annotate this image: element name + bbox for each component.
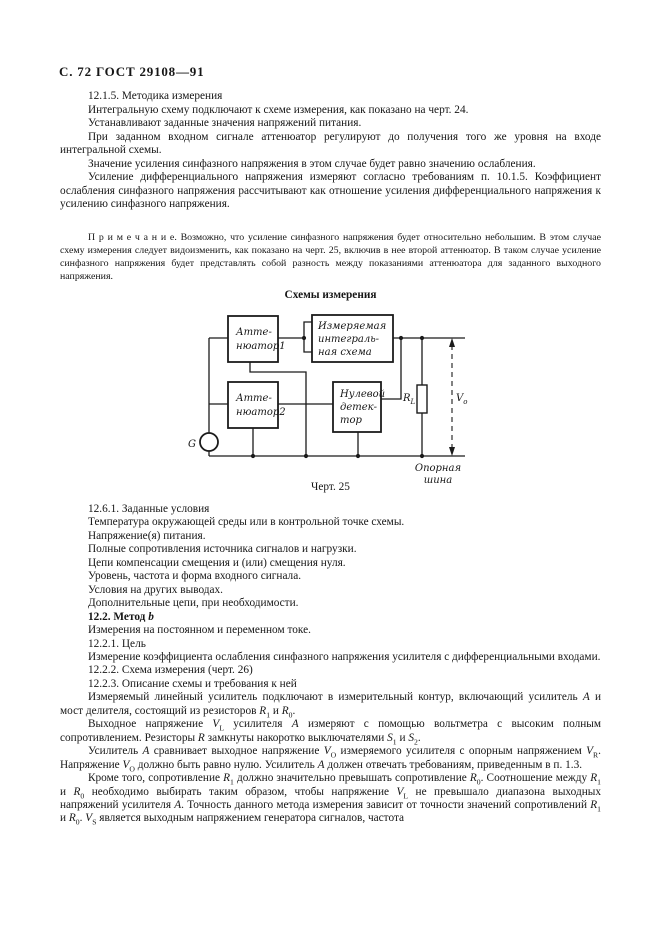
bus-label: Опорная шина [415, 463, 461, 486]
condition-item: Напряжение(я) питания. [88, 529, 206, 542]
svg-text:детек-: детек- [340, 402, 378, 413]
note-paragraph: П р и м е ч а н и е. Возможно, что усиле… [60, 232, 601, 282]
condition-item: Уровень, частота и форма входного сигнал… [88, 570, 302, 583]
paragraph-method-b-title: 12.2. Метод b [88, 610, 154, 623]
svg-text:нюатор1: нюатор1 [236, 341, 286, 352]
section-method-b: 12.6.1. Заданные условия Температура окр… [60, 503, 601, 826]
svg-text:интеграль-: интеграль- [318, 334, 380, 345]
paragraph-description-1: Измеряемый линейный усилитель подключают… [60, 691, 601, 720]
paragraph-goal-title: 12.2.1. Цель [88, 637, 146, 650]
output-voltage-label: Vo [456, 393, 467, 406]
paragraph-set-voltages: Устанавливают заданные значения напряжен… [88, 117, 362, 129]
paragraph-connect: Интегральную схему подключают к схеме из… [88, 103, 469, 116]
paragraph-description-title: 12.2.3. Описание схемы и требования к не… [88, 677, 297, 690]
paragraph-method-title: 12.1.5. Методика измерения [88, 90, 223, 102]
output-voltage-arrow [449, 338, 455, 456]
svg-text:Нулевой: Нулевой [339, 389, 385, 400]
paragraph-description-3: Усилитель А сравнивает выходное напряжен… [60, 745, 601, 773]
attenuator2-box [227, 381, 279, 429]
paragraph-measurements: Измерения на постоянном и переменном ток… [88, 624, 311, 637]
figure-title: Схемы измерения [284, 289, 377, 301]
paragraph-description-2: Выходное напряжение VL усилителя А измер… [60, 718, 601, 746]
paragraph-conditions-title: 12.6.1. Заданные условия [88, 503, 210, 515]
attenuator2-label: Атте- нюатор2 [235, 393, 286, 418]
svg-text:шина: шина [424, 475, 453, 486]
ic-box [311, 314, 394, 363]
detector-box [332, 381, 382, 433]
paragraph-gain-value: Значение усиления синфазного напряжения … [88, 157, 536, 170]
paragraph-input-signal: При заданном входном сигнале аттенюатор … [60, 130, 601, 157]
svg-text:Опорная: Опорная [415, 463, 461, 474]
page-header: С. 72 ГОСТ 29108—91 [59, 64, 205, 79]
condition-item: Температура окружающей среды или в контр… [88, 516, 405, 529]
condition-item: Дополнительные цепи, при необходимости. [88, 597, 299, 610]
generator-label: G [188, 439, 196, 450]
load-resistor-label: RL [402, 393, 416, 406]
condition-item: Цепи компенсации смещения и (или) смещен… [88, 556, 346, 569]
load-resistor [416, 384, 428, 414]
attenuator1-box [227, 315, 279, 363]
generator-symbol [199, 432, 219, 452]
detector-label: Нулевой детек- тор [339, 389, 385, 426]
figure-caption: Черт. 25 [311, 481, 350, 493]
svg-text:Атте-: Атте- [235, 327, 272, 338]
paragraph-scheme: 12.2.2. Схема измерения (черт. 26) [88, 664, 253, 677]
condition-item: Полные сопротивления источника сигналов … [88, 543, 357, 556]
junction-dots [250, 335, 425, 459]
paragraph-goal: Измерение коэффициента ослабления синфаз… [88, 650, 601, 663]
section-method-a: 12.1.5. Методика измерения Интегральную … [60, 90, 601, 212]
ic-label: Измеряемая интеграль- ная схема [317, 321, 386, 358]
svg-text:Атте-: Атте- [235, 393, 272, 404]
svg-text:Измеряемая: Измеряемая [317, 321, 386, 332]
paragraph-description-4: Кроме того, сопротивление R1 должно знач… [60, 772, 601, 827]
measurement-circuit-diagram: Атте- нюатор1 Измеряемая интеграль- ная … [188, 314, 467, 486]
attenuator1-label: Атте- нюатор1 [235, 327, 286, 352]
condition-item: Условия на других выводах. [88, 583, 224, 596]
svg-text:нюатор2: нюатор2 [236, 407, 286, 418]
svg-text:ная схема: ная схема [318, 347, 372, 358]
svg-text:тор: тор [340, 415, 363, 426]
paragraph-differential: Усиление дифференциального напряжения из… [60, 171, 601, 210]
